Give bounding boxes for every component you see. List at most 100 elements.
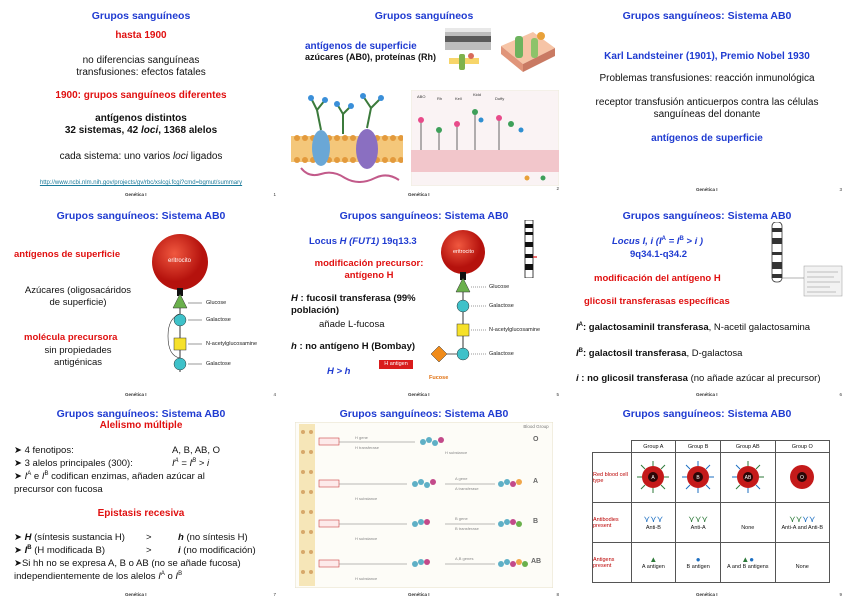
footer: Genética I	[696, 592, 718, 597]
antibody-label: Anti-A and Anti-B	[781, 525, 824, 531]
text-problemas: Problemas transfusiones: reacción inmuno…	[599, 73, 815, 84]
red-cell-ab: AB	[720, 452, 776, 503]
text-part: 4 fenotipos:	[24, 445, 74, 456]
text-part: H	[24, 532, 32, 543]
slide-title: Grupos sanguíneos	[374, 10, 474, 22]
ncbi-link[interactable]: http://www.ncbi.nlm.nih.gov/projects/gv/…	[39, 180, 243, 186]
glucose-triangle-icon	[455, 277, 471, 293]
text-modificacion: modificación precursor:	[314, 258, 424, 269]
text-sin-propiedades: antigénicas	[53, 357, 103, 368]
slide-1[interactable]: Grupos sanguíneos hasta 1900 no diferenc…	[0, 0, 282, 200]
text-codifican: ➤ IA e IB codifican enzimas, añaden azúc…	[14, 471, 205, 483]
text-part: independientemente de los alelos	[14, 571, 156, 583]
table-corner	[593, 441, 632, 453]
text-fenotipos: ➤ 4 fenotipos:	[14, 445, 74, 456]
cell-type-label: A	[652, 475, 656, 481]
text-precursor-fucosa: precursor con fucosa	[14, 484, 103, 495]
erythrocyte-label: eritrocito	[168, 258, 192, 264]
text-h-fucosil: H : fucosil transferasa (99%	[291, 293, 451, 305]
text-part: (H modificada B)	[34, 545, 105, 557]
text-part: I	[576, 348, 579, 360]
text-part: H (FUT1)	[339, 236, 380, 247]
text-part: (no síntesis H)	[186, 532, 248, 543]
slide-4[interactable]: Grupos sanguíneos: Sistema AB0 antígenos…	[0, 200, 282, 400]
heading-hasta-1900: hasta 1900	[115, 30, 167, 41]
page-number: 4	[273, 392, 276, 397]
slide-title: Grupos sanguíneos: Sistema AB0	[56, 210, 226, 222]
text-modificacion-antigeno: modificación del antígeno H	[594, 273, 721, 284]
text-receptor: receptor transfusión anticuerpos contra …	[595, 97, 819, 108]
text-part: ligados	[187, 151, 223, 162]
text-part: cada sistema: uno varios	[59, 151, 173, 162]
text-sin-propiedades: sin propiedades	[44, 345, 112, 356]
text-part: : galactosaminil transferasa	[582, 322, 709, 334]
slide-2[interactable]: Grupos sanguíneos antígenos de superfici…	[283, 0, 565, 200]
text-part: : fucosil transferasa (99%	[297, 293, 416, 304]
red-cell-a: A	[630, 452, 677, 503]
text-landsteiner: Karl Landsteiner (1901), Premio Nobel 19…	[604, 51, 810, 62]
text-part: h	[291, 341, 297, 352]
nacetylglucosamine-square-icon	[173, 337, 187, 351]
antibody-label: None	[741, 524, 755, 531]
text-part: B	[578, 348, 583, 354]
blood-type-table: Group A Group B Group AB Group O Red blo…	[592, 440, 830, 583]
text-independiente: independientemente de los alelos IA o IB	[14, 571, 183, 583]
slide-9[interactable]: Grupos sanguíneos: Sistema AB0 Group A G…	[566, 400, 848, 600]
nacetylglucosamine-label: N-acetylglucosamine	[206, 341, 258, 347]
slide-3[interactable]: Grupos sanguíneos: Sistema AB0 Karl Land…	[566, 0, 848, 200]
text-part: codifican enzimas, añaden azúcar al	[51, 471, 205, 483]
svg-text:B gene: B gene	[455, 516, 468, 521]
antigen-label: None	[795, 564, 809, 570]
footer: Genética I	[125, 192, 147, 197]
text-line: no diferencias sanguíneas	[82, 55, 200, 66]
text-part: loci	[141, 125, 159, 136]
text-fenotipos-values: A, B, AB, O	[172, 445, 221, 456]
galactose-label: Galactose	[206, 317, 231, 323]
page-number: 1	[273, 192, 276, 197]
galactose-label: Galactose	[489, 351, 514, 357]
footer: Genética I	[408, 192, 430, 197]
slide-6[interactable]: Grupos sanguíneos: Sistema AB0 Locus I, …	[566, 200, 848, 400]
text-antigenos-superficie: antígenos de superficie	[14, 249, 121, 260]
cell-type-label: B	[696, 475, 700, 481]
page-number: 6	[839, 392, 842, 397]
table-header: Group A	[630, 440, 677, 453]
slide-5[interactable]: Grupos sanguíneos: Sistema AB0 Locus H (…	[283, 200, 565, 400]
slide-7[interactable]: Grupos sanguíneos: Sistema AB0 Alelismo …	[0, 400, 282, 600]
text-line: transfusiones: efectos fatales	[76, 67, 206, 78]
text-molecula-precursora: molécula precursora	[24, 332, 118, 343]
svg-text:A gene: A gene	[455, 476, 468, 481]
text-part: : galactosil transferasa	[582, 348, 687, 360]
footer: Genética I	[408, 592, 430, 597]
svg-text:Kidd: Kidd	[473, 92, 481, 97]
text-ia-allele: IA: galactosaminil transferasa, N-acetil…	[576, 322, 810, 335]
text-part: Locus I, i (I	[612, 236, 662, 248]
fucose-label: Fucose	[429, 375, 449, 381]
text-part: >	[146, 532, 152, 543]
membrane-small-illustration	[449, 53, 479, 70]
glucose-triangle-icon	[172, 293, 188, 309]
text-poblacion: población)	[291, 305, 340, 316]
text-epistasis: Epistasis recesiva	[97, 508, 185, 519]
text-locus-position: 9q34.1-q34.2	[630, 249, 688, 260]
svg-text:Kell: Kell	[455, 96, 462, 101]
membrane-3d-illustration	[501, 32, 555, 72]
galactose-circle-icon	[456, 299, 470, 313]
chromosome-9-ideogram	[771, 222, 843, 297]
text-alelismo: Alelismo múltiple	[99, 420, 183, 431]
antibody-label: Anti-A	[690, 525, 706, 531]
text-azucares: de superficie)	[49, 297, 107, 308]
chromosome-19-ideogram	[524, 220, 537, 278]
text-part: , 1368 alelos	[158, 125, 218, 136]
erythrocyte	[152, 234, 208, 290]
text-part: (no añade azúcar al precursor)	[687, 373, 821, 384]
svg-text:Duffy: Duffy	[495, 96, 504, 101]
text-part: (no modificación)	[183, 545, 256, 556]
antibody-cell: ⋎⋎⋎Anti-A	[675, 502, 722, 543]
text-locus-h: Locus H (FUT1) 19q13.3	[309, 236, 417, 248]
text-part: (síntesis sustancia H)	[34, 532, 125, 543]
svg-text:H substance: H substance	[355, 536, 378, 541]
blood-group-header: Blood Group	[523, 424, 549, 429]
